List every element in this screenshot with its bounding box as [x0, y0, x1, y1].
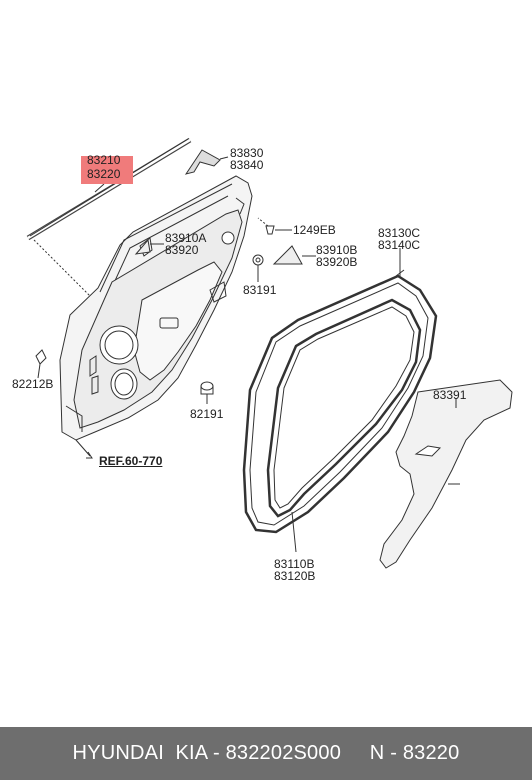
label-83920B: 83920B: [316, 255, 358, 269]
label-83210: 83210: [87, 153, 121, 167]
parts-diagram: 83210 83220 83830 83840 1249EB 83910A 83…: [12, 137, 513, 583]
label-83110B: 83110B: [274, 557, 315, 571]
door-panel: [59, 175, 253, 441]
body-weatherstrip: [242, 248, 438, 534]
label-83140C: 83140C: [378, 238, 421, 252]
label-83830: 83830: [230, 146, 264, 160]
label-82212B: 82212B: [12, 377, 54, 391]
footer-part-number: HYUNDAI KIA - 832202S000 N - 83220: [72, 742, 460, 764]
label-83220: 83220: [87, 167, 121, 181]
door-weatherstrip: [266, 298, 422, 553]
label-83391: 83391: [433, 388, 467, 402]
label-83120B: 83120B: [274, 569, 316, 583]
label-83910A: 83910A: [165, 231, 207, 245]
footer-bar: HYUNDAI KIA - 832202S000 N - 83220: [0, 727, 532, 780]
belt-weatherstrip: [26, 137, 192, 241]
delta-moulding: [184, 149, 229, 175]
highlight-box: [81, 156, 133, 184]
label-83130C: 83130C: [378, 226, 421, 240]
door-exploded-view: [26, 137, 513, 569]
label-1249EB: 1249EB: [293, 223, 336, 237]
label-ref: REF.60-770: [99, 454, 163, 468]
label-83920: 83920: [165, 243, 199, 257]
label-82191: 82191: [190, 407, 224, 421]
label-83191: 83191: [243, 283, 277, 297]
label-83840: 83840: [230, 158, 264, 172]
waterproof-film: [379, 379, 513, 569]
label-83910B: 83910B: [316, 243, 358, 257]
